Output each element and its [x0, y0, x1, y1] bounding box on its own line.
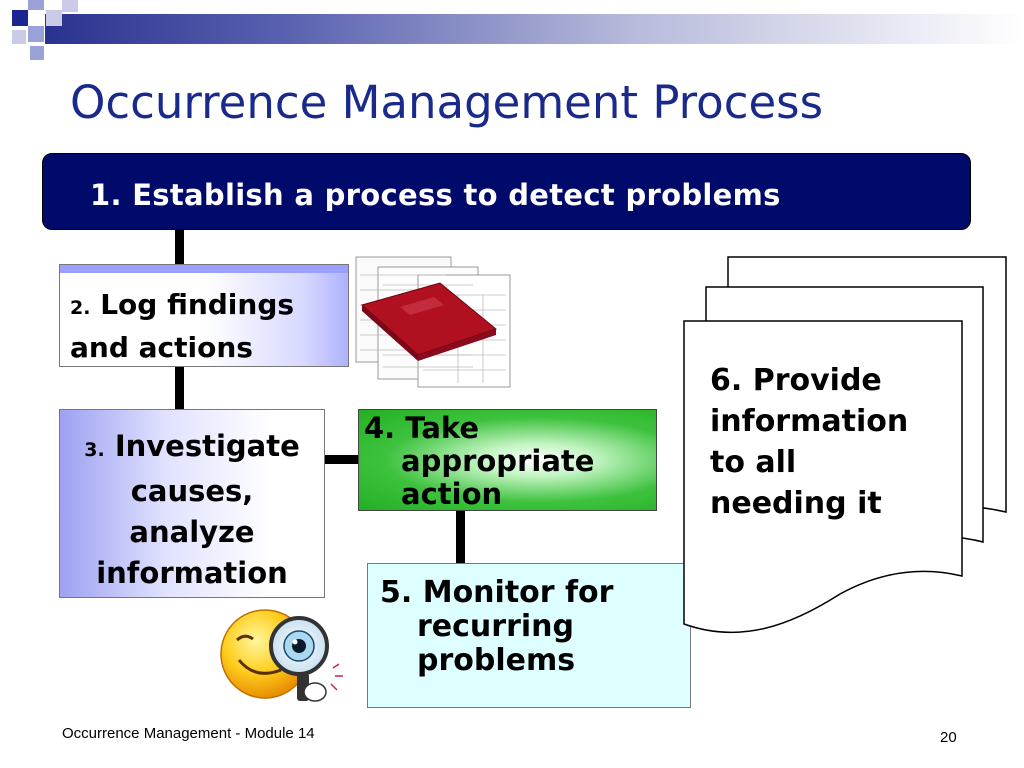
step-6-line3: to all: [710, 445, 797, 480]
slide-footer: Occurrence Management - Module 14: [62, 725, 315, 742]
step-4-box: 4. Take appropriate action: [358, 409, 657, 511]
step-2-top-border: [60, 265, 348, 273]
step-5-text: 5. Monitor for recurring problems: [380, 576, 613, 678]
step-4-line3: action: [401, 477, 503, 511]
step-6-line1: 6. Provide: [710, 363, 882, 398]
step-2-text: 2. Log findings and actions: [70, 285, 294, 368]
logbook-and-forms-icon: [355, 256, 511, 388]
step-1-text: 1. Establish a process to detect problem…: [90, 178, 781, 212]
step-3-text: 3. Investigate causes, analyze informati…: [60, 426, 324, 594]
step-3-box: 3. Investigate causes, analyze informati…: [59, 409, 325, 598]
step-3-line2: causes,: [130, 474, 254, 508]
step-5-line2: recurring: [417, 609, 574, 644]
step-2-number: 2.: [70, 297, 91, 319]
header-gradient-bar: [45, 14, 1024, 44]
smiley-magnifying-glass-icon: [220, 609, 343, 702]
page-number: 20: [940, 729, 957, 746]
step-6-text: 6. Provide information to all needing it: [710, 360, 908, 524]
step-6-line4: needing it: [710, 486, 882, 521]
step-3-line3: analyze: [129, 515, 255, 549]
step-2-line2: and actions: [70, 331, 253, 364]
document-stack-icon: [683, 256, 1007, 634]
step-2-box: 2. Log findings and actions: [59, 264, 349, 367]
step-4-text: 4. Take appropriate action: [364, 412, 594, 511]
step-5-box: 5. Monitor for recurring problems: [367, 563, 691, 708]
step-6-line2: information: [710, 404, 909, 439]
step-3-number: 3.: [84, 439, 105, 461]
step-5-line1: 5. Monitor for: [380, 575, 614, 610]
step-3-line4: information: [96, 556, 288, 590]
step-4-line2: appropriate: [401, 444, 595, 478]
slide-title: Occurrence Management Process: [70, 76, 824, 129]
corner-squares-decoration: [0, 0, 80, 60]
connector-1-2: [175, 229, 184, 265]
step-3-line1: Investigate: [114, 429, 300, 463]
connector-2-3: [175, 366, 184, 410]
step-5-line3: problems: [417, 643, 576, 678]
connector-4-5: [456, 510, 465, 564]
connector-3-4: [324, 455, 359, 464]
step-2-line1: Log findings: [100, 288, 295, 321]
step-1-box: 1. Establish a process to detect problem…: [42, 153, 971, 230]
step-4-line1: 4. Take: [364, 411, 480, 445]
